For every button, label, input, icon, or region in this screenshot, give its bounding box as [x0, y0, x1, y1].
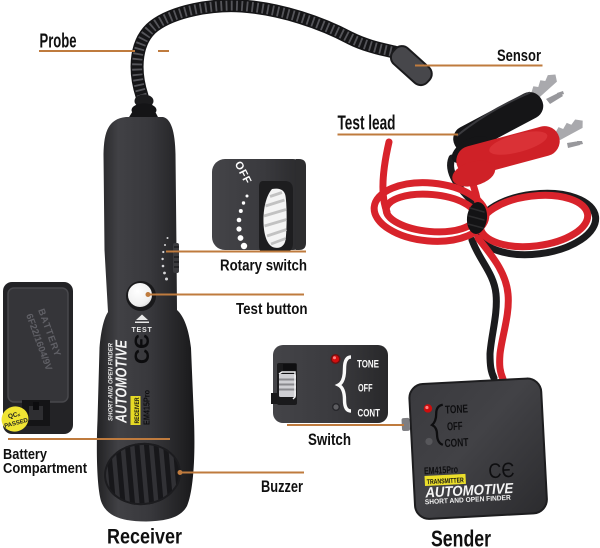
- svg-text:CЄ: CЄ: [488, 459, 515, 483]
- svg-text:SHORT AND OPEN FINDER: SHORT AND OPEN FINDER: [425, 495, 511, 506]
- svg-text:CONT: CONT: [444, 437, 469, 450]
- svg-text:TRANSMITTER: TRANSMITTER: [427, 477, 464, 486]
- svg-text:TONE: TONE: [357, 358, 379, 370]
- svg-text:Test lead: Test lead: [338, 113, 396, 135]
- svg-text:CЄ: CЄ: [131, 334, 154, 364]
- svg-text:Compartment: Compartment: [3, 461, 87, 477]
- svg-text:OFF: OFF: [358, 382, 373, 394]
- svg-text:Sensor: Sensor: [497, 47, 541, 65]
- svg-text:Receiver: Receiver: [107, 526, 182, 548]
- svg-text:TONE: TONE: [445, 403, 469, 416]
- svg-text:TEST: TEST: [131, 327, 152, 334]
- svg-text:Test button: Test button: [236, 301, 308, 318]
- svg-text:EM415Pro: EM415Pro: [424, 465, 459, 478]
- svg-text:AUTOMOTIVE: AUTOMOTIVE: [424, 481, 515, 502]
- svg-text:Switch: Switch: [308, 431, 351, 449]
- svg-text:Rotary switch: Rotary switch: [220, 258, 307, 275]
- svg-text:SHORT AND OPEN FINDER: SHORT AND OPEN FINDER: [108, 343, 115, 421]
- svg-text:Buzzer: Buzzer: [261, 478, 303, 496]
- svg-text:AUTOMOTIVE: AUTOMOTIVE: [114, 339, 131, 423]
- svg-text:QCₓ: QCₓ: [7, 411, 21, 421]
- svg-text:RECEIVER: RECEIVER: [134, 397, 141, 423]
- svg-text:CONT: CONT: [358, 407, 381, 419]
- svg-text:EM415Pro: EM415Pro: [142, 390, 152, 425]
- svg-text:OFF: OFF: [447, 421, 463, 434]
- svg-text:Sender: Sender: [431, 526, 491, 548]
- svg-text:Probe: Probe: [40, 31, 77, 53]
- svg-text:Battery: Battery: [3, 447, 47, 463]
